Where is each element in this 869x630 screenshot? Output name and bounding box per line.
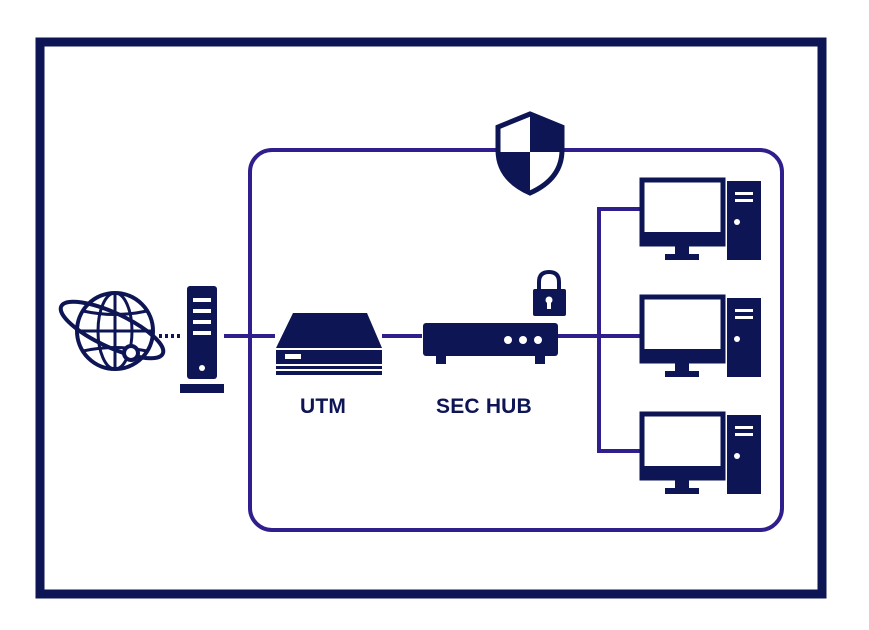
desktop-computer-icon (639, 177, 761, 260)
desktop-computer-icon (639, 411, 761, 494)
shield-icon (495, 111, 565, 196)
utm-appliance-icon (276, 313, 382, 375)
desktop-computer-icon (639, 294, 761, 377)
utm-label: UTM (300, 395, 347, 418)
padlock-icon (533, 269, 566, 316)
globe-icon (58, 291, 166, 371)
modem-icon (180, 286, 224, 393)
sec-hub-label: SEC HUB (436, 395, 532, 418)
sec-hub-icon (423, 323, 558, 364)
outer-frame (35, 37, 827, 599)
